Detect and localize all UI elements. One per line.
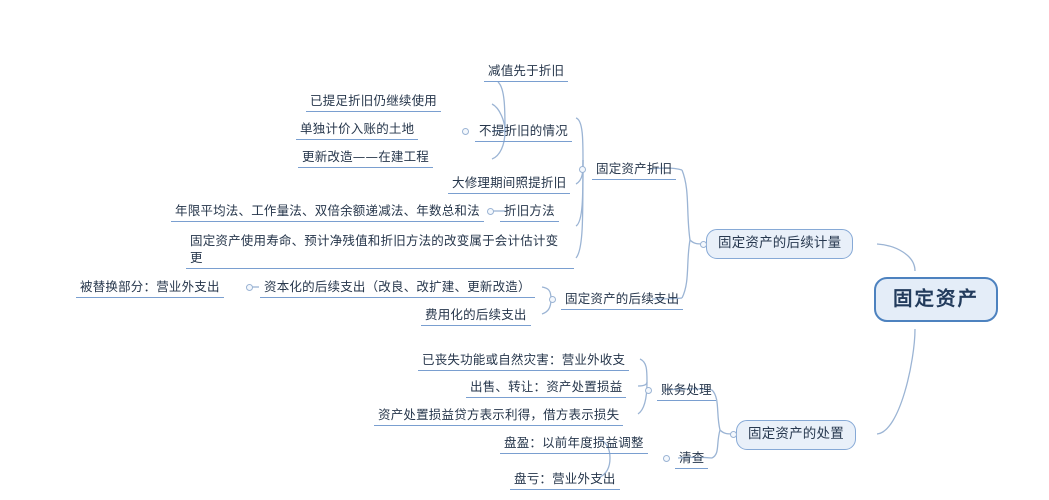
- connector-bullet: [246, 284, 253, 291]
- leaf-renovation-construction-in-progress[interactable]: 更新改造——在建工程: [298, 148, 434, 168]
- node-inventory-check[interactable]: 清查: [675, 449, 709, 469]
- connector-bullet: [700, 241, 707, 248]
- connector-bullet: [663, 455, 670, 462]
- root-node[interactable]: 固定资产: [874, 277, 999, 322]
- leaf-surplus-prior-year-adjustment[interactable]: 盘盈：以前年度损益调整: [500, 434, 648, 454]
- leaf-depreciation-during-overhaul[interactable]: 大修理期间照提折旧: [448, 174, 571, 194]
- node-fixed-asset-depreciation[interactable]: 固定资产折旧: [592, 160, 677, 180]
- leaf-loss-of-function-or-disaster[interactable]: 已丧失功能或自然灾害：营业外收支: [418, 351, 630, 371]
- branch-node-subsequent-measurement[interactable]: 固定资产的后续计量: [706, 229, 854, 259]
- connector-bullet: [730, 431, 737, 438]
- connector-bullet: [487, 208, 494, 215]
- connector-bullet: [549, 296, 556, 303]
- node-subsequent-expenditure[interactable]: 固定资产的后续支出: [561, 290, 684, 310]
- leaf-expensed-subsequent-expenditure[interactable]: 费用化的后续支出: [421, 306, 531, 326]
- connector-bullet: [579, 166, 586, 173]
- leaf-sale-transfer-asset-disposal-gain[interactable]: 出售、转让：资产处置损益: [466, 378, 627, 398]
- node-depreciation-methods[interactable]: 折旧方法: [500, 202, 559, 222]
- leaf-fully-depreciated-still-in-use[interactable]: 已提足折旧仍继续使用: [306, 92, 442, 112]
- leaf-shortage-non-operating-expense[interactable]: 盘亏：营业外支出: [510, 470, 620, 490]
- connector-bullet: [462, 128, 469, 135]
- node-accounting-treatment[interactable]: 账务处理: [657, 381, 716, 401]
- leaf-replaced-part-non-operating-expense[interactable]: 被替换部分：营业外支出: [76, 278, 224, 298]
- branch-node-disposal[interactable]: 固定资产的处置: [736, 420, 856, 450]
- node-capitalized-subsequent-expenditure[interactable]: 资本化的后续支出（改良、改扩建、更新改造）: [260, 278, 535, 298]
- leaf-depreciation-method-list[interactable]: 年限平均法、工作量法、双倍余额递减法、年数总和法: [171, 202, 484, 222]
- leaf-credit-gain-debit-loss[interactable]: 资产处置损益贷方表示利得，借方表示损失: [374, 406, 624, 426]
- leaf-accounting-estimate-change[interactable]: 固定资产使用寿命、预计净残值和折旧方法的改变属于会计估计变更: [186, 231, 574, 269]
- leaf-impairment-before-depreciation[interactable]: 减值先于折旧: [484, 62, 569, 82]
- node-no-depreciation-cases[interactable]: 不提折旧的情况: [475, 122, 572, 142]
- connector-bullet: [645, 387, 652, 394]
- leaf-separately-valued-land[interactable]: 单独计价入账的土地: [296, 120, 419, 140]
